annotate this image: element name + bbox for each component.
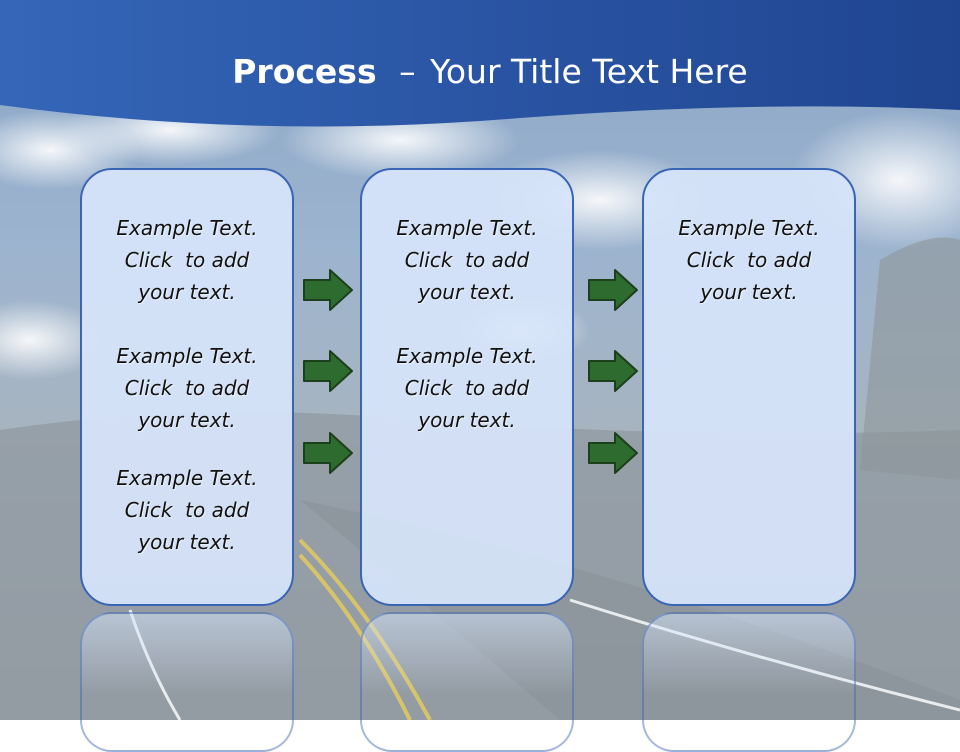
process-column-2[interactable]: Example Text. Click to add your text. Ex… — [360, 168, 574, 606]
right-arrow-icon[interactable] — [587, 349, 639, 393]
text-placeholder[interactable]: Example Text. Click to add your text. — [116, 216, 258, 304]
column-reflection — [360, 612, 574, 752]
slide-title[interactable]: Process – Your Title Text Here — [0, 52, 960, 91]
column-reflection — [80, 612, 294, 752]
right-arrow-icon[interactable] — [302, 431, 354, 475]
text-placeholder[interactable]: Example Text. Click to add your text. — [396, 344, 538, 432]
right-arrow-icon[interactable] — [302, 268, 354, 312]
title-bold-part: Process — [232, 52, 377, 91]
right-arrow-icon[interactable] — [302, 349, 354, 393]
column-reflection — [642, 612, 856, 752]
right-arrow-icon[interactable] — [587, 431, 639, 475]
text-placeholder[interactable]: Example Text. Click to add your text. — [116, 466, 258, 554]
text-placeholder[interactable]: Example Text. Click to add your text. — [116, 344, 258, 432]
title-rest-part: Your Title Text Here — [430, 52, 748, 91]
title-separator: – — [399, 52, 416, 91]
process-column-1[interactable]: Example Text. Click to add your text. Ex… — [80, 168, 294, 606]
text-placeholder[interactable]: Example Text. Click to add your text. — [396, 216, 538, 304]
process-column-3[interactable]: Example Text. Click to add your text. — [642, 168, 856, 606]
right-arrow-icon[interactable] — [587, 268, 639, 312]
text-placeholder[interactable]: Example Text. Click to add your text. — [678, 216, 820, 304]
